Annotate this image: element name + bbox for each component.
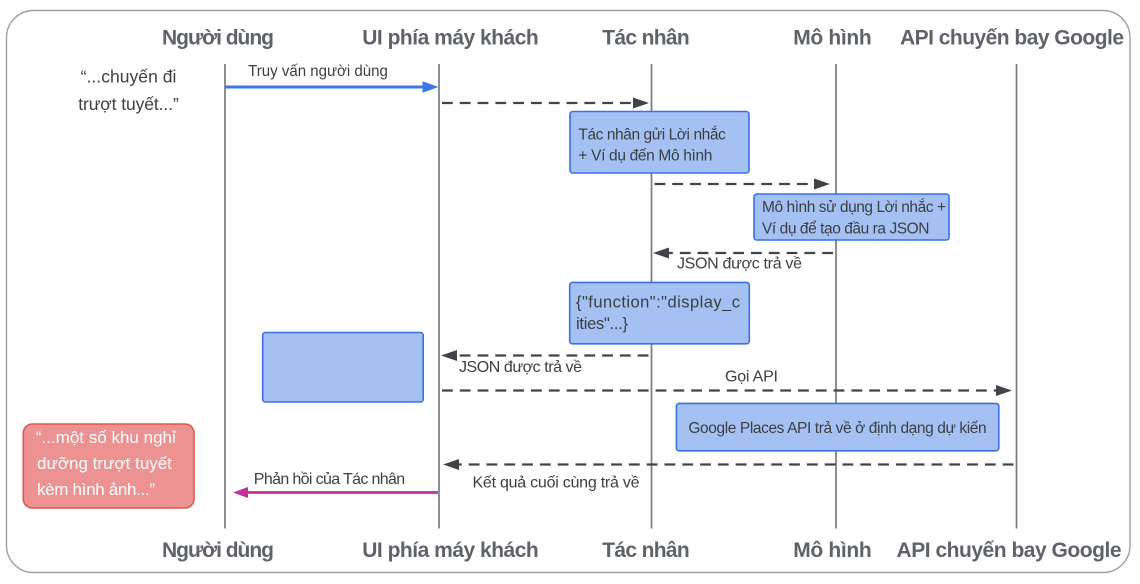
svg-text:kèm hình ảnh...”: kèm hình ảnh...”	[37, 480, 155, 499]
svg-text:JSON được trả về: JSON được trả về	[459, 359, 582, 376]
svg-text:Tác nhân: Tác nhân	[602, 539, 690, 562]
svg-text:trượt tuyết...”: trượt tuyết...”	[78, 94, 179, 114]
svg-text:Truy vấn người dùng: Truy vấn người dùng	[248, 63, 388, 80]
svg-text:UI phía máy khách: UI phía máy khách	[362, 27, 539, 50]
svg-text:“...chuyến đi: “...chuyến đi	[81, 67, 177, 87]
svg-text:Tác nhân: Tác nhân	[602, 27, 690, 50]
svg-text:+ Ví dụ đến Mô hình: + Ví dụ đến Mô hình	[578, 148, 712, 165]
svg-text:Người dùng: Người dùng	[162, 27, 274, 50]
svg-text:JSON được trả về: JSON được trả về	[677, 256, 802, 273]
svg-text:Kết quả cuối cùng trả về: Kết quả cuối cùng trả về	[473, 475, 640, 492]
svg-text:UI phía máy khách: UI phía máy khách	[362, 539, 539, 562]
svg-text:Gọi API: Gọi API	[725, 369, 778, 386]
svg-text:Ví dụ để tạo đầu ra JSON: Ví dụ để tạo đầu ra JSON	[762, 221, 930, 238]
svg-text:ities"...}: ities"...}	[576, 315, 628, 333]
svg-text:Mô hình: Mô hình	[793, 27, 872, 50]
svg-text:API chuyến bay Google: API chuyến bay Google	[897, 539, 1122, 562]
svg-text:API chuyến bay Google: API chuyến bay Google	[900, 27, 1124, 50]
svg-text:dưỡng trượt tuyết: dưỡng trượt tuyết	[37, 454, 172, 473]
svg-text:{"function":"display_c: {"function":"display_c	[576, 294, 740, 312]
svg-text:Người dùng: Người dùng	[162, 539, 274, 562]
svg-text:“...một số khu nghỉ: “...một số khu nghỉ	[36, 428, 176, 447]
svg-text:Tác nhân gửi Lời nhắc: Tác nhân gửi Lời nhắc	[578, 127, 726, 144]
svg-text:Google Places API trả về ở địn: Google Places API trả về ở định dạng dự …	[688, 420, 986, 437]
svg-text:Phản hồi của Tác nhân: Phản hồi của Tác nhân	[254, 471, 405, 488]
svg-text:Mô hình sử dụng Lời nhắc +: Mô hình sử dụng Lời nhắc +	[762, 199, 946, 216]
svg-text:Mô hình: Mô hình	[793, 539, 872, 562]
